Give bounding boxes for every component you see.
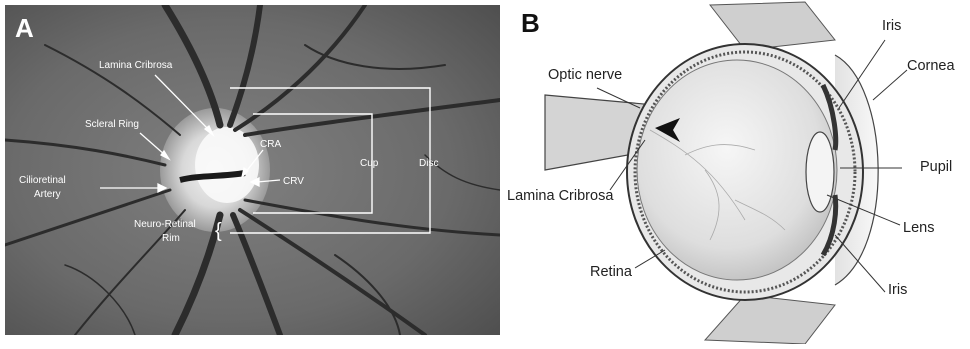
- fundus-image: {: [5, 5, 500, 335]
- label-iris-bottom: Iris: [888, 282, 907, 298]
- label-lamina-cribrosa-a: Lamina Cribrosa: [99, 60, 172, 72]
- label-iris-top: Iris: [882, 18, 901, 34]
- label-retina: Retina: [590, 264, 632, 280]
- panel-a-letter: A: [15, 13, 34, 44]
- superior-muscle: [710, 2, 835, 50]
- label-cornea: Cornea: [907, 58, 955, 74]
- label-pupil: Pupil: [920, 159, 952, 175]
- panel-b-letter: B: [521, 8, 540, 39]
- label-optic-nerve: Optic nerve: [548, 67, 622, 83]
- label-neuro-retinal-line2: Rim: [162, 233, 180, 245]
- label-lens: Lens: [903, 220, 934, 236]
- optic-cup: [195, 127, 259, 203]
- label-cup: Cup: [360, 158, 378, 170]
- label-scleral-ring: Scleral Ring: [85, 119, 139, 131]
- label-crv: CRV: [283, 176, 304, 188]
- label-disc: Disc: [419, 158, 438, 170]
- label-neuro-retinal-line1: Neuro-Retinal: [134, 219, 196, 231]
- label-cra: CRA: [260, 139, 281, 151]
- panel-b-eye-diagram: B Optic nerve Lamina Cribrosa Retina Iri…: [505, 0, 970, 344]
- label-cilioretinal-line2: Artery: [34, 189, 61, 201]
- panel-a-fundus-photo: { A Lamina Cribrosa Scleral Ring Ciliore…: [5, 5, 500, 335]
- label-lamina-cribrosa-b: Lamina Cribrosa: [507, 188, 613, 204]
- label-cilioretinal-line1: Cilioretinal: [19, 175, 66, 187]
- inferior-muscle: [705, 295, 835, 344]
- lens-shape: [806, 132, 834, 212]
- rim-brace: {: [215, 220, 222, 242]
